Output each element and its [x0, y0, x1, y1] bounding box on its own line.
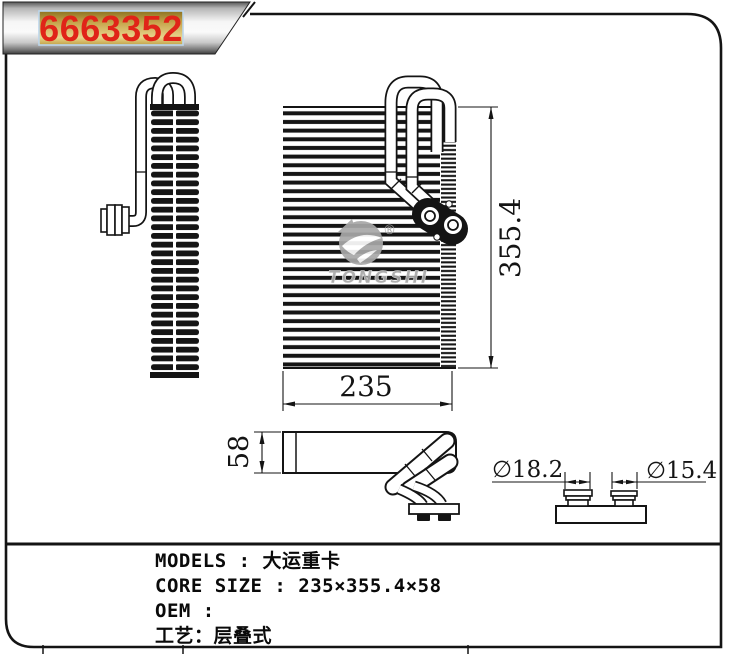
- side-view-inlet-pipe: [124, 71, 196, 227]
- page-frame: [4, 1, 723, 654]
- spec-oem: OEM :: [155, 600, 215, 622]
- registered-mark: ®: [383, 223, 396, 238]
- front-view: [283, 75, 468, 369]
- dim-height-label: 355.4: [494, 198, 527, 278]
- spec-process: 工艺：层叠式: [155, 625, 273, 647]
- side-view-fin-stack: [150, 104, 199, 378]
- front-view-port-block: [412, 198, 468, 245]
- spec-models: MODELS : 大运重卡: [155, 550, 341, 572]
- dimension-labels: 355.4 235 58 ∅18.2 ∅15.4: [224, 198, 717, 484]
- watermark-logo: ® TONGSHI: [328, 219, 429, 288]
- side-view: [100, 71, 199, 378]
- top-view: [282, 431, 460, 521]
- part-number-banner: 6663352: [2, 1, 251, 55]
- port-detail-view: [555, 489, 647, 524]
- dim-port-large-label: ∅18.2: [492, 457, 563, 483]
- spec-table: MODELS : 大运重卡 CORE SIZE : 235×355.4×58 O…: [155, 549, 675, 649]
- side-view-fitting: [100, 204, 130, 236]
- part-number-plate: [38, 10, 184, 46]
- spec-core-size: CORE SIZE : 235×355.4×58: [155, 575, 442, 597]
- top-view-pipes: [384, 432, 459, 509]
- part-number-text: 6663352: [39, 8, 183, 49]
- dimension-arrowheads: [259, 107, 637, 485]
- top-view-flange: [408, 503, 460, 515]
- watermark-text: TONGSHI: [328, 268, 429, 288]
- dim-port-small-label: ∅15.4: [646, 458, 717, 484]
- dim-width-label: 235: [339, 370, 392, 403]
- front-view-pipes: [384, 75, 458, 230]
- dim-depth-label: 58: [224, 435, 255, 469]
